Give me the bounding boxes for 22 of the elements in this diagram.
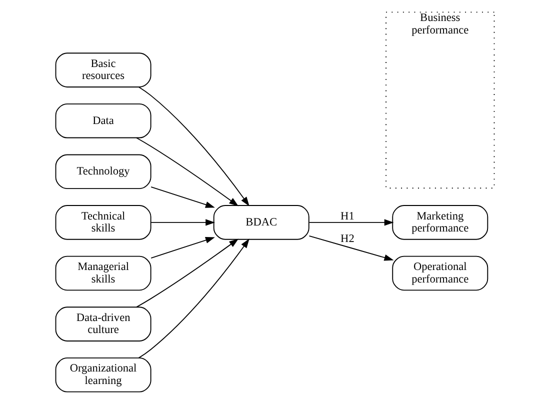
arrow <box>308 219 394 226</box>
arrow <box>308 235 394 261</box>
node-box: Organizational learning <box>55 357 152 392</box>
node-box: Data-driven culture <box>55 306 152 342</box>
arrow <box>150 237 215 258</box>
arrow <box>138 86 250 206</box>
edge-label: H2 <box>340 232 354 245</box>
node-box: Managerial skills <box>55 256 152 291</box>
node-box: BDAC <box>213 205 310 240</box>
node-box: Data <box>55 103 152 138</box>
arrow <box>136 238 239 308</box>
arrow <box>136 137 239 206</box>
node-box: Marketing performance <box>392 205 488 240</box>
node-box: Business performance <box>386 12 495 189</box>
arrow <box>150 186 215 208</box>
arrow <box>150 219 215 226</box>
edge-label: H1 <box>340 210 354 222</box>
node-box: Operational performance <box>392 256 488 291</box>
arrow <box>138 238 250 358</box>
node-box: Technical skills <box>55 205 152 240</box>
node-box: Technology <box>55 154 152 190</box>
node-box: Basic resources <box>55 52 152 88</box>
